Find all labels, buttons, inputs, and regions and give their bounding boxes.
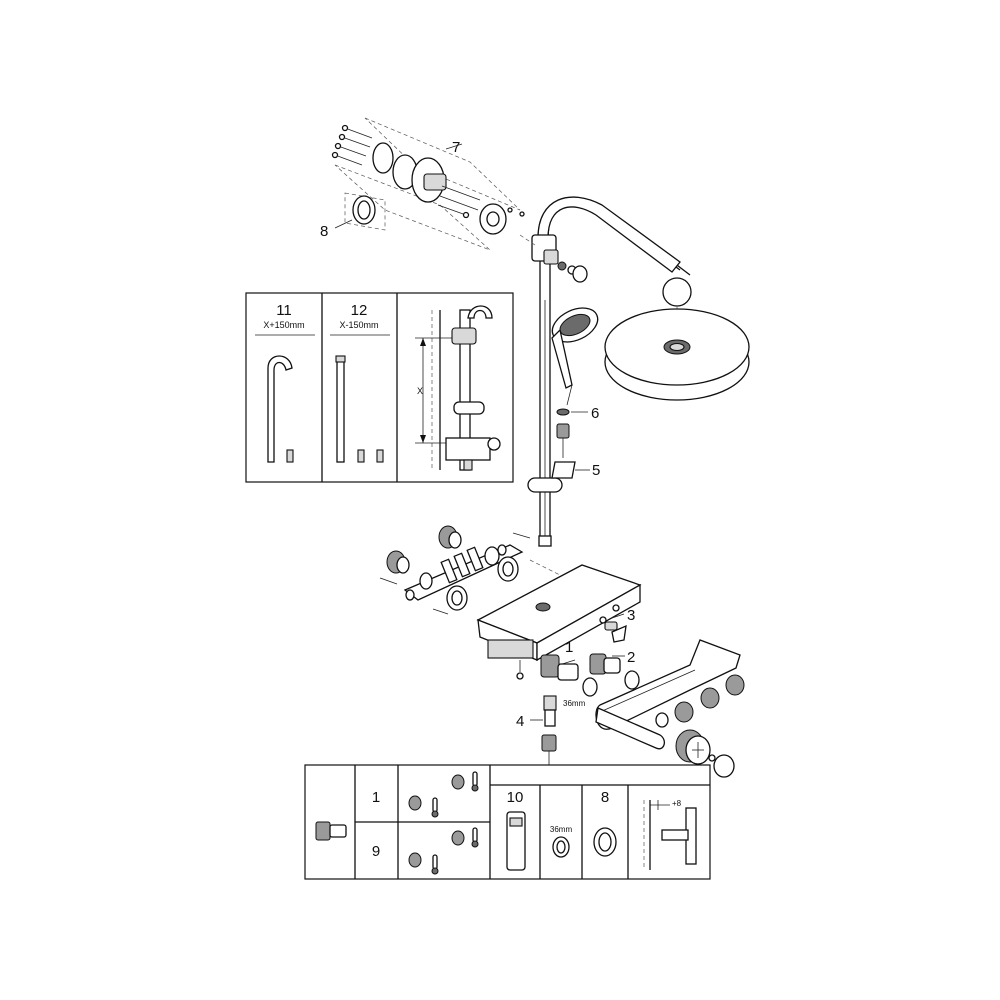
extension-spec-12: X-150mm [339, 320, 378, 330]
temperature-handle [675, 729, 735, 778]
callout-6: 6 [591, 405, 599, 422]
shower-holder-part-5: 5 [527, 461, 600, 493]
cartridge-orientation-row-1 [408, 771, 479, 818]
long-extension-pipe [267, 355, 294, 463]
wall-bracket-assembly: 7 [331, 117, 525, 251]
wrench-icon [506, 811, 526, 871]
small-parts-3: 3 [516, 604, 635, 680]
tool-size-label: 36mm [550, 825, 573, 834]
callout-1: 1 [565, 639, 573, 656]
thermostat-shelf-body [476, 564, 642, 672]
short-extension-pipe [335, 355, 384, 463]
mounting-plate [403, 544, 524, 601]
hand-shower [551, 307, 599, 406]
screw-icon [331, 124, 349, 159]
callout-2: 2 [627, 649, 635, 666]
connection-fittings [379, 525, 561, 615]
thermometer-icon [431, 771, 479, 818]
wall-offset-drawing: +8 [643, 799, 697, 870]
extension-options-panel: 11 X+150mm 12 X-150mm X [245, 292, 514, 483]
extension-number-12: 12 [351, 302, 368, 319]
callout-3: 3 [627, 607, 635, 624]
offset-label: +8 [672, 799, 682, 808]
dimension-x-label: X [417, 386, 423, 396]
callout-5: 5 [592, 462, 600, 479]
nut-icon [552, 836, 570, 858]
thermometer-icon [431, 827, 479, 875]
extension-spec-11: X+150mm [263, 320, 304, 330]
rosette-part-8: 8 [320, 192, 386, 240]
extension-number-11: 11 [276, 302, 292, 319]
rosette-number-8: 8 [601, 789, 609, 806]
callout-4: 4 [516, 713, 524, 730]
row-number-9: 9 [372, 843, 380, 860]
connector-part-4: 4 [516, 695, 557, 765]
callout-7: 7 [452, 139, 460, 156]
tool-number-10: 10 [507, 789, 524, 806]
installation-notes-table: 1 9 10 36mm [304, 764, 711, 880]
front-cover-trim [595, 639, 745, 750]
nut-size-label: 36mm [563, 699, 586, 708]
rosette-ring-drawing [593, 827, 617, 857]
row-number-1: 1 [372, 789, 380, 806]
mixer-cartridges: 1 2 36mm [540, 639, 640, 708]
cartridge-orientation-row-9 [408, 827, 479, 875]
adapter-fitting-drawing [315, 821, 347, 841]
shower-riser-rail [519, 196, 692, 547]
overhead-shower-head [604, 308, 750, 401]
seal-part-6: 6 [556, 405, 599, 458]
callout-8: 8 [320, 223, 328, 240]
installation-height-drawing: X [415, 305, 501, 471]
